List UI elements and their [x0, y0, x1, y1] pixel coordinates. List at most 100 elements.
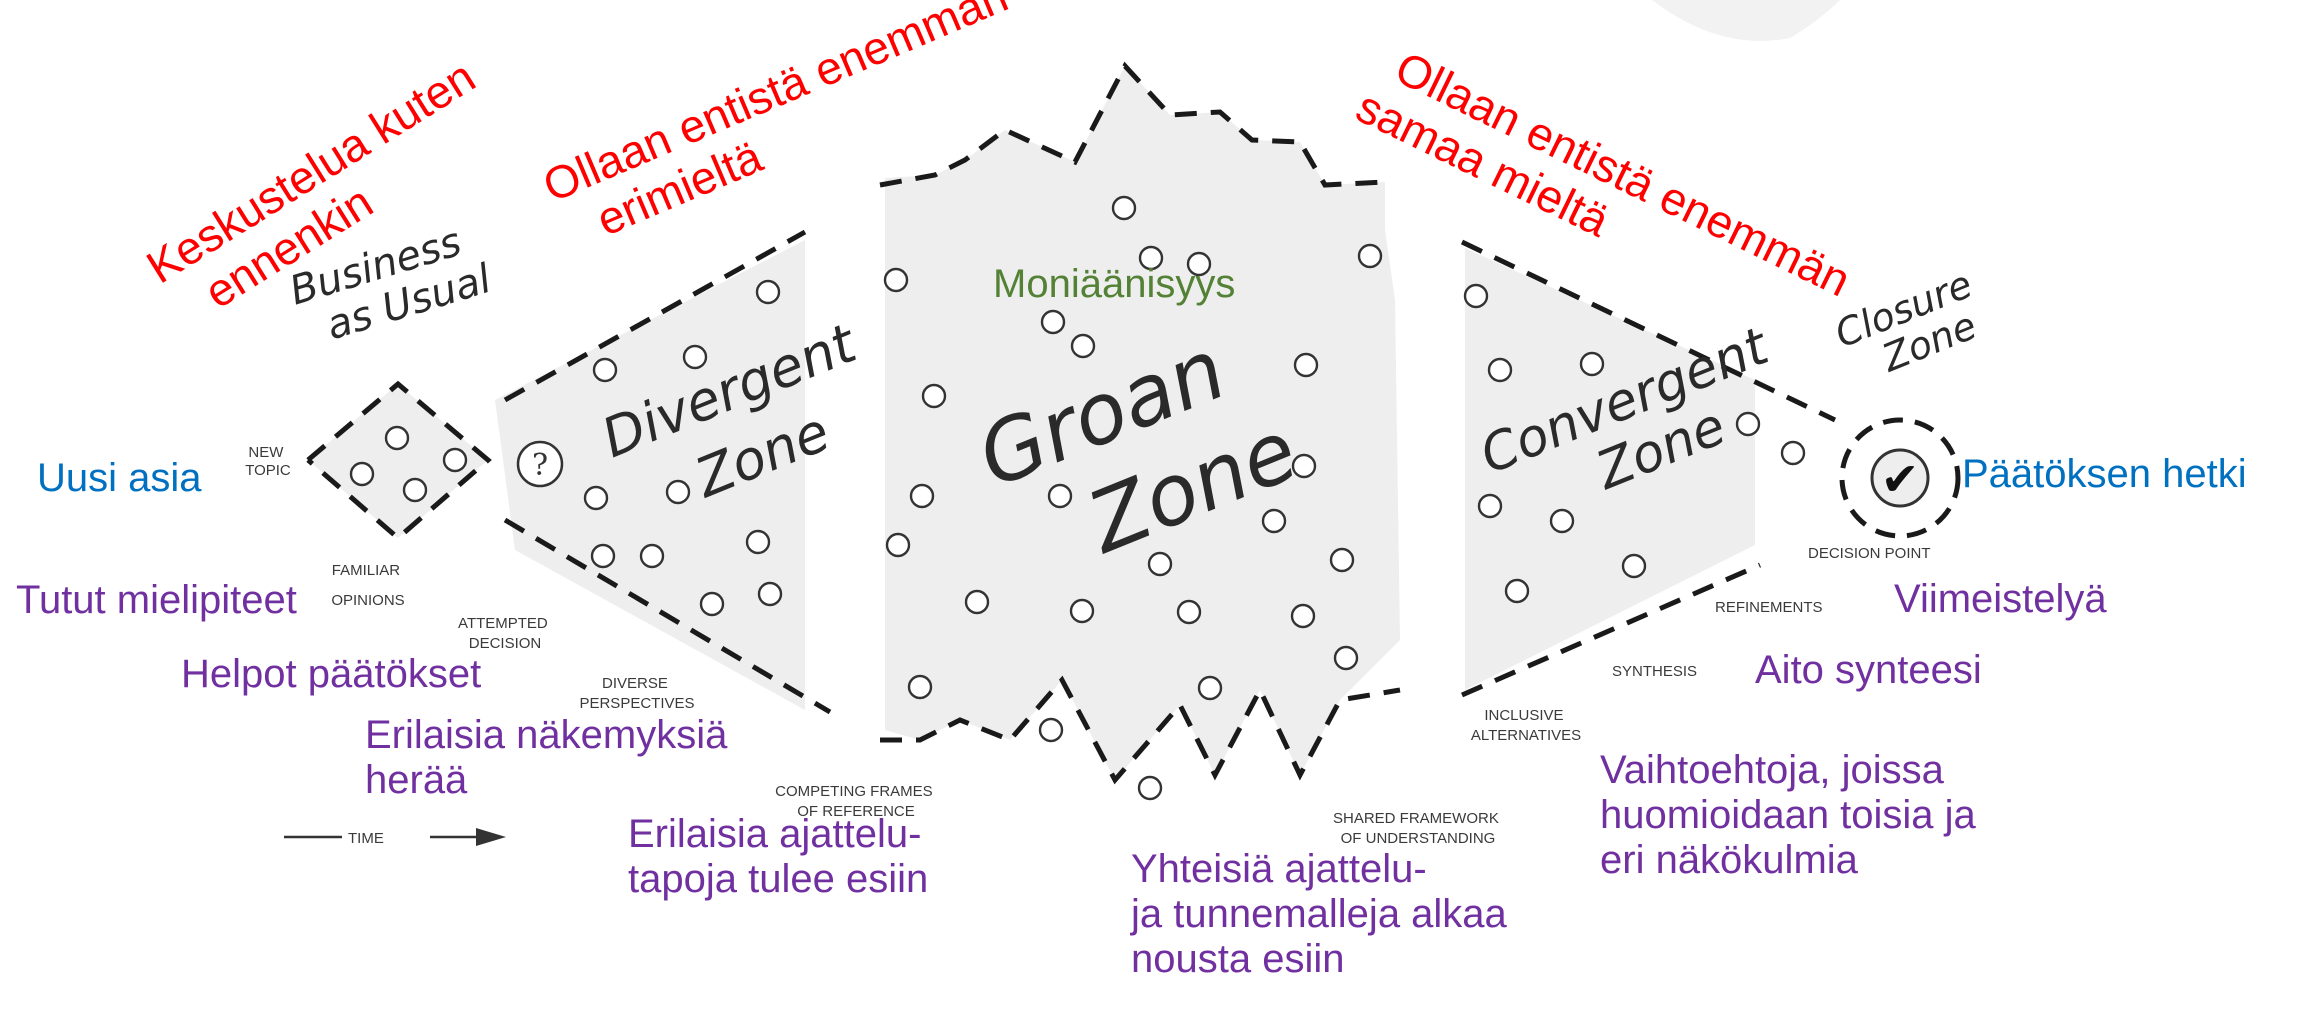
idea-dot	[665, 479, 691, 505]
competing-frames-label: COMPETING FRAMES OF REFERENCE	[775, 783, 937, 820]
idea-dot	[1111, 195, 1137, 221]
moniaanisyys-annotation: Moniäänisyys	[993, 262, 1236, 306]
familiar-opinions-label: FAMILIAR OPINIONS	[331, 562, 404, 609]
idea-dot	[402, 477, 428, 503]
attempted-decision-label: ATTEMPTED DECISION	[458, 615, 552, 652]
closure-disc	[1870, 448, 1930, 508]
idea-dot	[1040, 309, 1066, 335]
idea-dot	[1291, 453, 1317, 479]
erilaisia-ajattelutapoja-line-1: Erilaisia ajattelu-	[628, 812, 922, 856]
idea-dot	[1780, 440, 1806, 466]
idea-dot	[1138, 245, 1164, 271]
question-circle	[516, 440, 564, 488]
divergent-zone-shape	[495, 240, 805, 710]
idea-dot	[1261, 508, 1287, 534]
idea-dot	[885, 532, 911, 558]
diverse-perspectives-label: DIVERSE PERSPECTIVES	[579, 675, 694, 712]
tutut-mielipiteet-annotation: Tutut mielipiteet	[16, 578, 297, 622]
convergent-zone-shape	[1465, 248, 1755, 690]
idea-dot	[1579, 351, 1605, 377]
closure-zone-title: Closure Zone	[1829, 257, 2004, 393]
idea-dot	[745, 529, 771, 555]
idea-dot	[590, 543, 616, 569]
idea-dot	[1197, 675, 1223, 701]
yhteisia-line-2: ja tunnemalleja alkaa	[1131, 892, 1507, 937]
dashed-outlines	[306, 61, 1837, 785]
idea-dot	[1463, 283, 1489, 309]
groan-lower-edge	[880, 675, 1401, 785]
idea-dot	[1186, 251, 1212, 277]
idea-dot	[1735, 411, 1761, 437]
business-zone-outline	[306, 380, 492, 542]
idea-dot	[1549, 508, 1575, 534]
idea-dot	[1137, 775, 1163, 801]
idea-dot	[1176, 599, 1202, 625]
idea-dot	[639, 543, 665, 569]
idea-dot	[757, 581, 783, 607]
idea-dot	[755, 279, 781, 305]
vaihtoehtoja-annotation: Vaihtoehtoja, joissa huomioidaan toisia …	[1600, 748, 1976, 884]
synthesis-label: SYNTHESIS	[1612, 663, 1697, 680]
check-icon: ✔	[1881, 452, 1920, 506]
shared-framework-label: SHARED FRAMEWORK OF UNDERSTANDING	[1333, 810, 1503, 847]
idea-dot	[442, 447, 468, 473]
vaihtoehtoja-line-2: huomioidaan toisia ja	[1600, 793, 1976, 838]
erilaisia-ajattelutapoja-line-2: tapoja tulee esiin	[628, 857, 929, 902]
erilaisia-nakemyksia-line-2: herää	[365, 758, 468, 803]
uusi-asia-annotation: Uusi asia	[37, 456, 202, 500]
idea-dot	[1333, 645, 1359, 671]
idea-dot	[1069, 598, 1095, 624]
yhteisia-annotation: Yhteisiä ajattelu- ja tunnemalleja alkaa…	[1131, 847, 1507, 983]
closure-ring	[1839, 417, 1961, 539]
erilaisia-nakemyksia-annotation: Erilaisia näkemyksiä herää	[365, 713, 727, 803]
inclusive-alternatives-label: INCLUSIVE ALTERNATIVES	[1471, 707, 1581, 744]
decision-point-label: DECISION POINT	[1808, 545, 1931, 562]
idea-dot	[682, 344, 708, 370]
idea-dot	[1290, 603, 1316, 629]
idea-dot	[699, 591, 725, 617]
idea-dot	[583, 485, 609, 511]
time-label: TIME	[348, 830, 384, 847]
refinements-label: REFINEMENTS	[1715, 599, 1823, 616]
idea-dot	[1357, 243, 1383, 269]
idea-dot	[349, 461, 375, 487]
vaihtoehtoja-line-3: eri näkökulmia	[1600, 838, 1858, 883]
groan-zone-shape	[885, 66, 1400, 780]
idea-dot	[1293, 352, 1319, 378]
idea-dot	[1038, 717, 1064, 743]
groan-upper-edge	[879, 61, 1386, 188]
helpot-paatokset-annotation: Helpot päätökset	[181, 652, 482, 696]
idea-dot	[1070, 333, 1096, 359]
new-topic-label: NEW TOPIC	[245, 444, 291, 479]
idea-dots	[349, 195, 1806, 801]
idea-dot	[1487, 357, 1513, 383]
idea-dot	[1477, 493, 1503, 519]
erilaisia-nakemyksia-line-1: Erilaisia näkemyksiä	[365, 713, 728, 757]
business-zone-shape	[308, 384, 488, 538]
idea-dot	[1329, 547, 1355, 573]
convergent-lower-edge	[1461, 562, 1761, 698]
erilaisia-ajattelutapoja-annotation: Erilaisia ajattelu- tapoja tulee esiin	[628, 812, 928, 902]
idea-dot	[1621, 553, 1647, 579]
idea-dot	[384, 425, 410, 451]
idea-dot	[921, 383, 947, 409]
idea-dot	[592, 357, 618, 383]
divergent-lower-edge	[503, 517, 832, 715]
idea-dot	[1147, 551, 1173, 577]
time-arrow-icon	[476, 828, 506, 846]
idea-dot	[1504, 578, 1530, 604]
question-icon: ?	[532, 448, 548, 483]
idea-dot	[883, 267, 909, 293]
aito-synteesi-annotation: Aito synteesi	[1755, 648, 1982, 692]
idea-dot	[964, 589, 990, 615]
idea-dot	[907, 674, 933, 700]
yhteisia-line-1: Yhteisiä ajattelu-	[1131, 847, 1427, 891]
viimeistelya-annotation: Viimeistelyä	[1894, 577, 2107, 621]
divergent-upper-edge	[503, 229, 807, 403]
background-arc	[1652, 0, 1840, 41]
vaihtoehtoja-line-1: Vaihtoehtoja, joissa	[1600, 748, 1944, 792]
paatoksen-hetki-annotation: Päätöksen hetki	[1962, 452, 2247, 496]
yhteisia-line-3: nousta esiin	[1131, 937, 1345, 982]
